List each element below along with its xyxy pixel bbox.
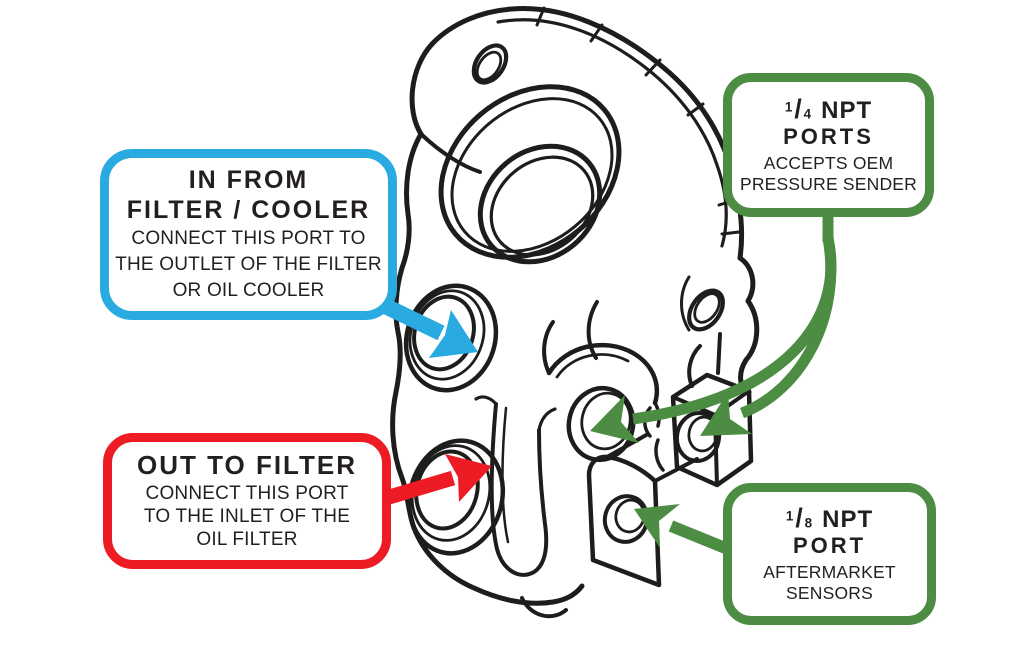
callout-body: ACCEPTS OEM bbox=[763, 152, 894, 173]
callout-eighth-npt-port: 1/8 NPT PORT AFTERMARKET SENSORS bbox=[723, 483, 936, 625]
callout-title: OUT TO FILTER bbox=[136, 449, 358, 480]
callout-body: CONNECT THIS PORT bbox=[145, 483, 349, 505]
callout-title-suffix: NPT bbox=[822, 505, 874, 533]
part-line-drawing bbox=[390, 6, 760, 619]
flange-bolt-hole-right bbox=[687, 288, 725, 332]
center-bore bbox=[438, 84, 622, 265]
callout-title-suffix: NPT bbox=[821, 96, 873, 124]
fraction-slash: / bbox=[794, 93, 803, 124]
green-arrow-quarter-ports bbox=[590, 210, 837, 443]
callout-title: IN FROM bbox=[188, 166, 309, 195]
fraction-slash: / bbox=[795, 502, 804, 533]
callout-quarter-npt-ports: 1/4 NPT PORTS ACCEPTS OEM PRESSURE SENDER bbox=[723, 73, 934, 217]
callout-body: OR OIL COOLER bbox=[172, 279, 325, 301]
quarter-npt-port-left bbox=[542, 320, 661, 463]
red-arrow bbox=[383, 454, 492, 506]
callout-body: SENSORS bbox=[786, 583, 873, 604]
fraction-denominator: 4 bbox=[803, 105, 813, 121]
callout-body: PRESSURE SENDER bbox=[739, 174, 918, 195]
callout-out-to-filter: OUT TO FILTER CONNECT THIS PORT TO THE I… bbox=[103, 433, 391, 569]
callout-title: 1/4 NPT bbox=[785, 94, 872, 125]
fraction-denominator: 8 bbox=[804, 514, 814, 530]
fraction-numerator: 1 bbox=[784, 98, 794, 114]
callout-body: AFTERMARKET bbox=[763, 561, 896, 582]
callout-title: PORT bbox=[792, 533, 867, 559]
callout-body: OIL FILTER bbox=[196, 528, 298, 550]
callout-body: TO THE INLET OF THE bbox=[143, 505, 351, 527]
callout-in-from-filter-cooler: IN FROM FILTER / COOLER CONNECT THIS POR… bbox=[100, 149, 397, 320]
callout-title: FILTER / COOLER bbox=[126, 195, 371, 224]
callout-title: 1/8 NPT bbox=[786, 503, 873, 534]
fraction-numerator: 1 bbox=[785, 507, 795, 523]
callout-body: CONNECT THIS PORT TO bbox=[131, 228, 366, 250]
flange-bolt-hole-top bbox=[471, 43, 509, 85]
callout-title: PORTS bbox=[783, 124, 874, 150]
callout-body: THE OUTLET OF THE FILTER bbox=[115, 254, 382, 276]
